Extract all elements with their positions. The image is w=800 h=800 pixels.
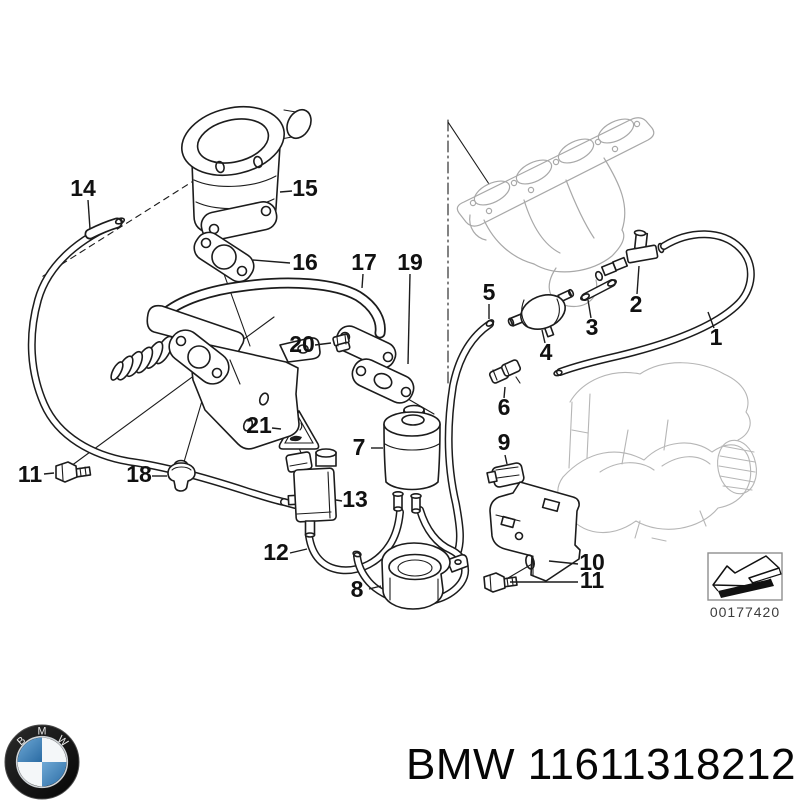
callout-1: 1 [707,311,723,350]
callout-18: 18 [126,461,167,487]
callout-20: 20 [289,331,332,357]
callout-12: 12 [263,539,308,565]
svg-text:16: 16 [292,249,318,275]
parts-diagram: 00177420 14 15 16 17 19 20 21 [18,105,783,620]
svg-text:12: 12 [263,539,289,565]
logo-letter-m: M [38,726,47,738]
part-number: 11611318212 [527,740,796,789]
svg-text:7: 7 [353,434,366,460]
svg-text:6: 6 [498,394,511,420]
warning-triangle-icon [278,410,320,450]
svg-text:5: 5 [483,279,496,305]
t-connector-2 [594,229,659,282]
callout-15: 15 [279,175,318,201]
svg-text:3: 3 [586,314,599,340]
svg-text:1: 1 [710,324,723,350]
svg-text:18: 18 [126,461,152,487]
svg-text:21: 21 [246,412,272,438]
gasket-19 [351,358,415,404]
part-number-line: BMW 11611318212 [406,740,796,790]
svg-text:4: 4 [540,339,553,365]
bracket-10 [489,481,581,582]
callout-11-left: 11 [18,461,55,487]
callout-17: 17 [351,249,377,289]
spring-clip-9 [486,462,525,488]
callout-14: 14 [70,175,96,230]
callouts: 14 15 16 17 19 20 21 5 [18,175,723,602]
hose-5 [444,319,495,558]
svg-text:20: 20 [289,331,315,357]
intake-manifold-ghost [557,362,757,542]
hose-1 [553,230,755,377]
svg-text:13: 13 [342,486,368,512]
svg-text:2: 2 [630,291,643,317]
callout-9: 9 [498,429,511,465]
direction-arrow-box: 00177420 [707,552,783,620]
callout-3: 3 [586,299,599,340]
bolt-11-left [55,461,92,483]
egr-valve [180,105,312,241]
logo-quadrant-top-right [42,737,67,762]
callout-13: 13 [335,486,368,512]
svg-text:10: 10 [579,549,605,575]
exhaust-manifold-ghost [456,117,655,307]
bmw-roundel-logo: B M W [4,724,80,800]
svg-text:17: 17 [351,249,377,275]
check-valve-4 [507,288,575,338]
callout-11-right: 11 [510,567,604,593]
valve-bracket-assembly [110,304,321,450]
callout-19: 19 [397,249,423,365]
logo-quadrant-top-left [17,737,42,762]
svg-text:15: 15 [292,175,318,201]
clamp-8 [381,542,469,610]
callout-4: 4 [540,329,553,365]
pressure-canister-7 [383,404,441,514]
hose-12 [305,508,404,575]
hose-clip-6 [488,359,522,384]
brand-name: BMW [406,740,516,789]
logo-quadrant-bottom-left [17,762,42,787]
gasket-16 [193,231,255,283]
connector-pipe-3 [580,279,617,301]
callout-6: 6 [498,386,511,420]
svg-text:19: 19 [397,249,423,275]
callout-8: 8 [351,576,382,602]
callout-2: 2 [630,265,643,317]
logo-quadrant-bottom-right [42,762,67,787]
grommet-18 [167,459,196,492]
callout-10: 10 [548,549,605,575]
svg-text:8: 8 [351,576,364,602]
svg-text:9: 9 [498,429,511,455]
svg-text:14: 14 [70,175,96,201]
svg-text:11: 11 [18,461,43,487]
clip-20 [332,333,351,353]
image-code: 00177420 [710,604,780,620]
callout-21: 21 [246,412,282,438]
solenoid-valve-13 [285,448,337,538]
callout-7: 7 [353,434,383,460]
callout-16: 16 [252,249,318,275]
callout-5: 5 [483,279,496,319]
svg-text:11: 11 [580,567,605,593]
egr-pipe-17 [156,277,397,369]
